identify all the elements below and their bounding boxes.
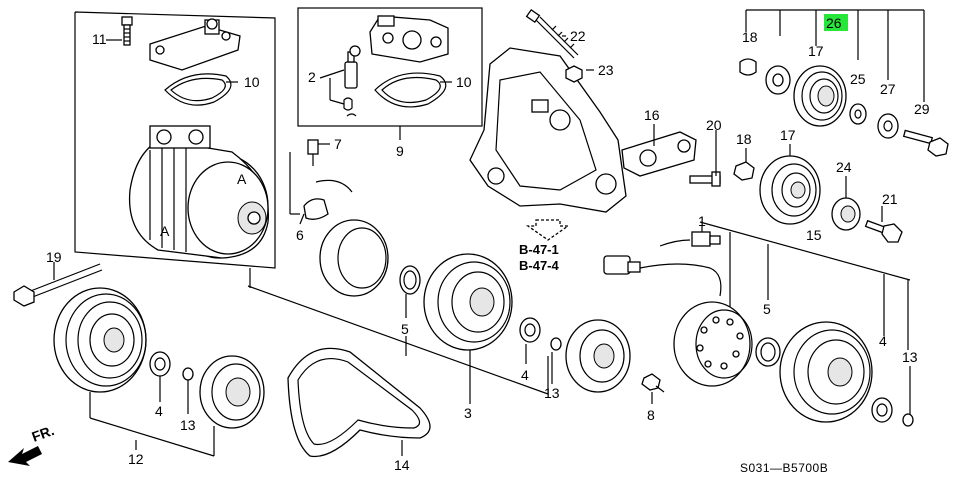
shim-13-right: [902, 413, 914, 427]
pulley-assembly-12: [53, 287, 147, 393]
callout-10-right: 10: [456, 74, 472, 90]
idler-pulley-17-top: [793, 65, 847, 127]
callout-26: 26: [826, 15, 842, 31]
pulley-assembly-15: [779, 321, 873, 423]
snap-ring-4-center: [519, 317, 541, 343]
callout-20: 20: [706, 117, 722, 133]
callout-13-center: 13: [544, 385, 560, 401]
cap-24: [831, 197, 861, 231]
compressor-bracket: [469, 47, 627, 213]
callout-14: 14: [394, 457, 410, 473]
field-coil: [315, 179, 389, 297]
tensioner-16-part: [621, 131, 697, 177]
callout-24: 24: [836, 159, 852, 175]
callout-4-right: 4: [879, 333, 887, 349]
callout-17-top: 17: [808, 43, 824, 59]
callout-27: 27: [880, 81, 896, 97]
bolt-21: [864, 219, 903, 243]
diagram-code: S031—B5700B: [740, 461, 828, 475]
highlighted-callout-26: 26: [824, 14, 848, 31]
callout-29: 29: [914, 101, 930, 117]
leader-lines: [53, 35, 911, 457]
clip-6: [303, 198, 329, 220]
callout-25: 25: [850, 71, 866, 87]
bolt-11-part: [121, 16, 133, 46]
callout-16: 16: [644, 107, 660, 123]
callout-18-middle: 18: [736, 131, 752, 147]
callout-13-right: 13: [902, 349, 918, 365]
callout-18-top: 18: [742, 29, 758, 45]
snap-ring-5-center: [399, 265, 421, 295]
callout-4-left: 4: [155, 403, 163, 419]
armature-plate-center: [565, 319, 631, 393]
callout-9: 9: [396, 143, 404, 159]
callout-5-center: 5: [401, 321, 409, 337]
armature-plate-left: [199, 355, 265, 429]
callout-12: 12: [128, 451, 144, 467]
connector-harness: [603, 255, 722, 297]
clutch-assembly-frame: [247, 152, 549, 395]
gasket-10-left: [164, 73, 232, 106]
callout-19: 19: [46, 249, 62, 265]
washer-27: [877, 113, 899, 139]
callout-6: 6: [296, 227, 304, 243]
callout-labels: 11 10 2 10 9 7 6 19 12 4 13 14 3 5 4 13 …: [46, 28, 930, 473]
callout-2: 2: [308, 69, 316, 85]
nut-18-middle: [733, 161, 755, 181]
svg-text:A: A: [160, 223, 170, 239]
reference-arrow: [525, 219, 571, 241]
washer-25: [849, 103, 867, 125]
callout-22: 22: [570, 28, 586, 44]
field-coil-right: [673, 301, 753, 387]
bolt-22-part: [525, 8, 579, 59]
washer-17-top: [765, 65, 791, 95]
idler-pulley-17-middle: [759, 155, 821, 225]
sensor-7: [307, 139, 319, 166]
shim-13-left: [182, 367, 194, 381]
callout-15: 15: [806, 227, 822, 243]
callout-11: 11: [92, 31, 107, 47]
thermal-switch-1: [659, 231, 721, 247]
svg-text:A: A: [237, 171, 247, 187]
callout-7: 7: [334, 136, 342, 152]
gasket-10-right: [374, 72, 447, 108]
bolt-29: [902, 129, 949, 157]
snap-ring-5-right: [755, 337, 781, 367]
callout-23: 23: [598, 62, 614, 78]
pulley-assembly-3: [423, 253, 513, 351]
callout-4-center: 4: [521, 367, 529, 383]
bolt-19: [13, 263, 103, 307]
front-label: FR.: [30, 422, 57, 445]
compressor-assembly-frame: [74, 11, 276, 269]
callout-8: 8: [647, 407, 655, 423]
callout-3: 3: [464, 405, 472, 421]
drive-belt-14: [287, 347, 431, 458]
bolt-8: [641, 373, 665, 393]
valve-housing: [369, 15, 449, 63]
callout-10-left: 10: [244, 74, 260, 90]
callout-13-left: 13: [180, 417, 196, 433]
callout-21: 21: [882, 191, 898, 207]
nut-23-part: [565, 65, 583, 83]
snap-ring-4-right: [871, 397, 893, 423]
compressor-body: A A: [128, 125, 270, 259]
reference-b-47-1: B-47-1: [519, 242, 559, 257]
snap-ring-4-left: [149, 351, 171, 377]
callout-1: 1: [698, 213, 706, 229]
callout-5-right: 5: [763, 301, 771, 317]
reference-b-47-4: B-47-4: [519, 258, 560, 273]
relief-valve-2: [343, 45, 361, 117]
shim-13-center: [550, 337, 562, 351]
front-direction-marker: FR.: [8, 422, 56, 466]
callout-17-middle: 17: [780, 127, 796, 143]
nut-18-top: [739, 58, 757, 76]
compressor-cover-plate: [149, 18, 241, 71]
idler-assembly-frame: [745, 9, 925, 102]
valve-assembly-frame: [297, 7, 483, 127]
